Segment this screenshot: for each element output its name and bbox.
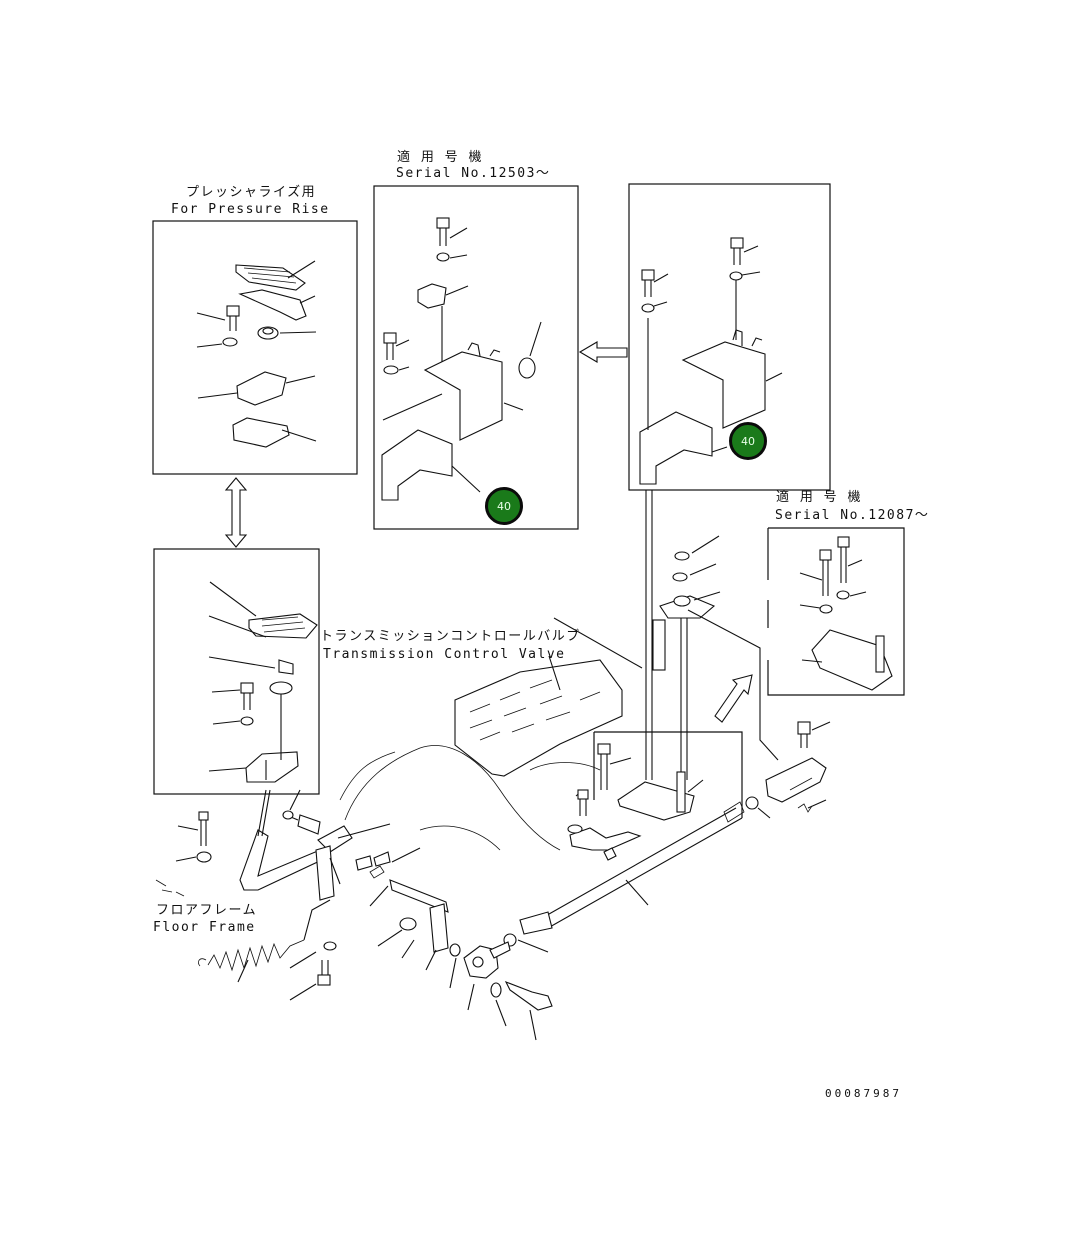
- serial-12503-panel-frame: [373, 185, 579, 530]
- transmission-valve: [454, 617, 643, 777]
- linkage-detail-parts: [567, 743, 704, 861]
- double-arrow-vertical: [224, 477, 248, 548]
- part-callout-40-serial-panel[interactable]: 40: [485, 487, 523, 525]
- floor-frame-en-label: Floor Frame: [153, 920, 256, 935]
- pressure-rise-parts: [196, 260, 317, 448]
- serial-12087-en-label: Serial No.12087～: [775, 508, 930, 523]
- spring-hardware: [198, 847, 553, 1041]
- serial-12087-jp-label: 適 用 号 機: [776, 490, 862, 505]
- transmission-valve-en-label: Transmission Control Valve: [323, 647, 566, 662]
- transmission-valve-jp-label: トランスミッションコントロールバルブ: [320, 629, 581, 644]
- arrow-left: [578, 341, 628, 363]
- floor-frame-jp-label: フロアフレーム: [156, 903, 258, 918]
- drawing-number: 00087987: [825, 1087, 902, 1100]
- pedal-assembly: [155, 789, 391, 901]
- pedal-detail-parts: [208, 581, 318, 783]
- serial-12087-parts: [799, 536, 893, 691]
- linkage-rods: [645, 490, 779, 780]
- original-bracket-panel-frame: [628, 183, 831, 491]
- serial-12503-parts: [381, 217, 542, 501]
- serial-12087-panel-frame: [767, 527, 905, 696]
- arrow-up-right: [714, 674, 753, 723]
- pressure-rise-en-label: For Pressure Rise: [171, 202, 330, 217]
- clevis-end: [765, 721, 831, 813]
- linkage-detail-frame: [593, 731, 743, 818]
- housing-outline: [339, 745, 601, 851]
- serial-12503-en-label: Serial No.12503～: [396, 166, 551, 181]
- pressure-rise-panel-frame: [152, 220, 358, 475]
- part-callout-40-original-panel[interactable]: 40: [729, 422, 767, 460]
- original-bracket-parts: [639, 237, 783, 485]
- pedal-detail-panel-frame: [153, 548, 320, 795]
- control-cable: [503, 796, 771, 953]
- serial-12503-jp-label: 適 用 号 機: [397, 150, 483, 165]
- pressure-rise-jp-label: プレッシャライズ用: [186, 185, 317, 200]
